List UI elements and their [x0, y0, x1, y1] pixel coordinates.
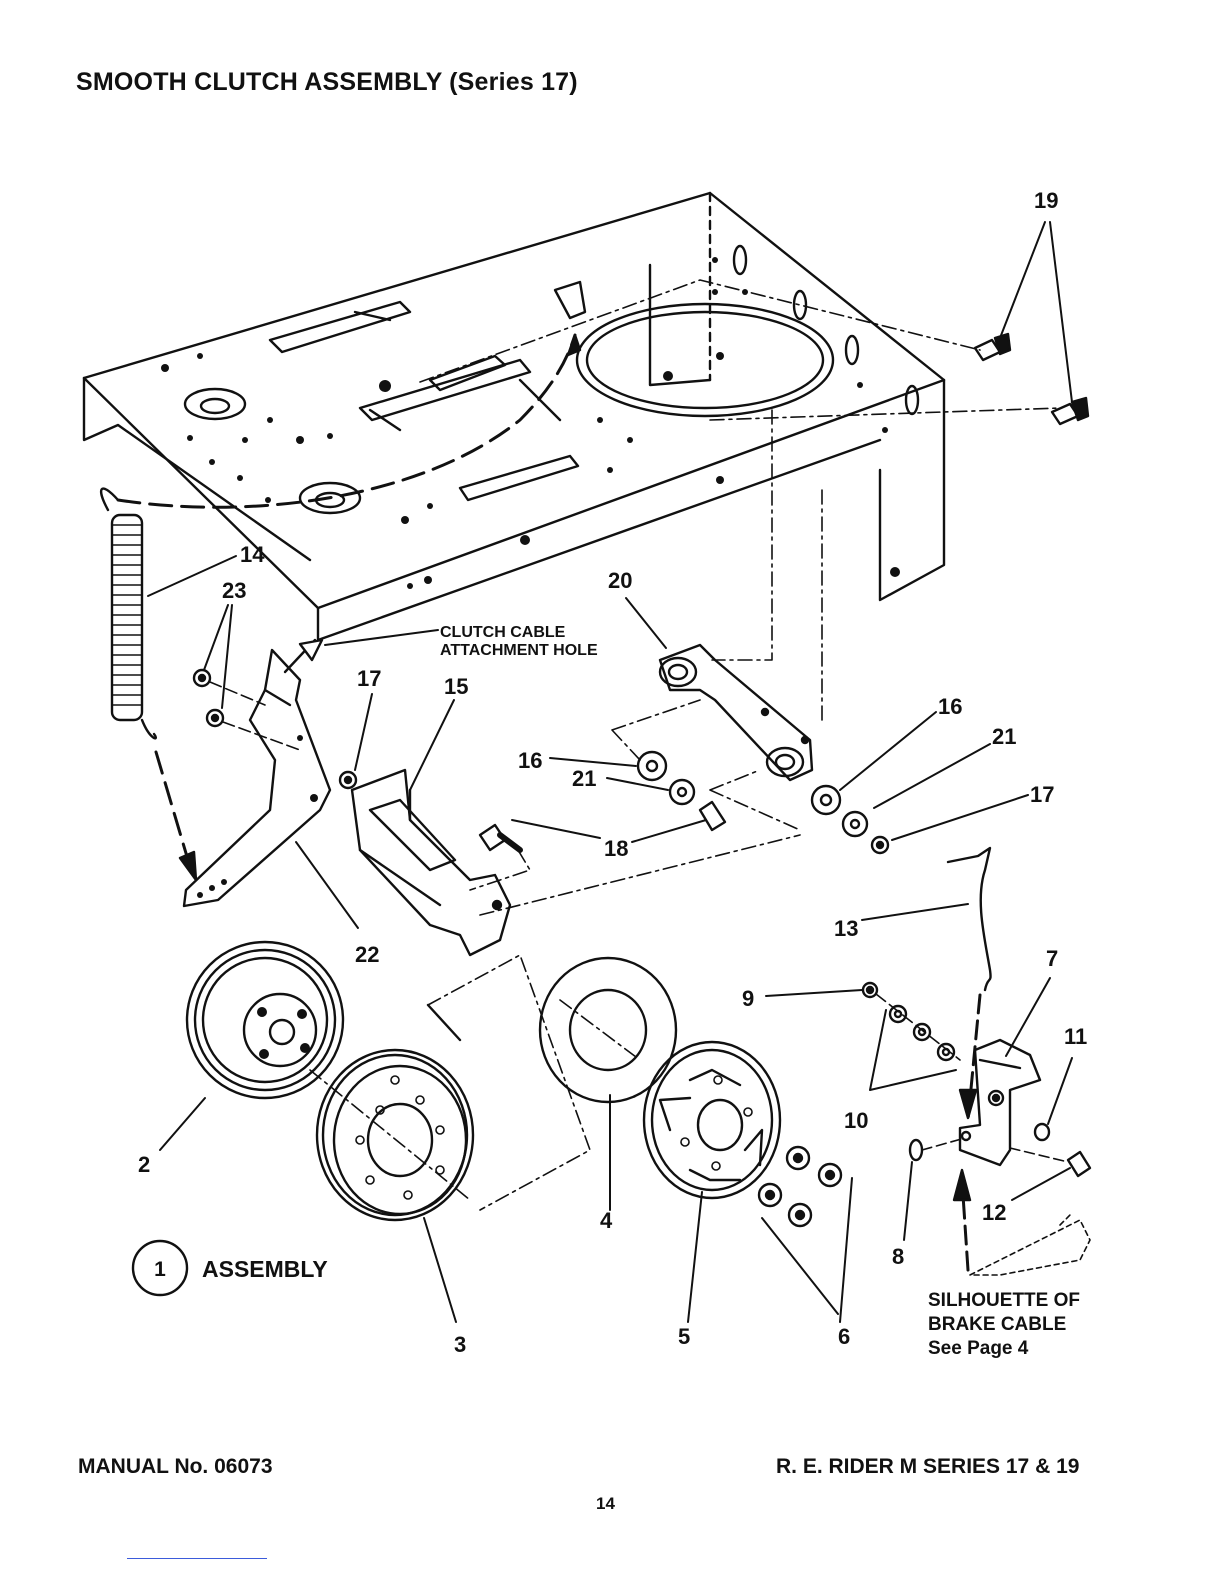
assembly-number: 1 — [154, 1258, 166, 1281]
bracket-20 — [660, 645, 812, 780]
assembly-label: ASSEMBLY — [202, 1256, 328, 1282]
spacer-16-right — [812, 786, 840, 814]
washer-21-left — [670, 780, 694, 804]
callout-15: 15 — [444, 674, 468, 699]
spacer-16-left — [638, 752, 666, 780]
brake-cable-13 — [948, 848, 991, 990]
callout-4: 4 — [600, 1208, 613, 1233]
washers-10 — [890, 1006, 954, 1060]
driven-pulley-5 — [644, 1042, 780, 1198]
callout-16-left: 16 — [518, 748, 542, 773]
friction-disk-4 — [540, 958, 676, 1102]
clutch-cable-note-line1: CLUTCH CABLE — [440, 624, 566, 641]
silhouette-note-line1: SILHOUETTE OF — [928, 1290, 1080, 1311]
nut-17-left — [340, 772, 356, 788]
callout-17-left: 17 — [357, 666, 381, 691]
callout-21-right: 21 — [992, 724, 1016, 749]
bolt-12 — [1068, 1152, 1090, 1176]
callout-2: 2 — [138, 1152, 150, 1177]
extension-spring — [101, 489, 196, 880]
washer-21-right — [843, 812, 867, 836]
silhouette-note-line2: BRAKE CABLE — [928, 1314, 1066, 1335]
manual-number: MANUAL No. 06073 — [78, 1455, 273, 1479]
nut-23-upper — [194, 670, 210, 686]
nut-17-right — [872, 837, 888, 853]
washer-8 — [910, 1140, 922, 1160]
callout-10: 10 — [844, 1108, 868, 1133]
clutch-cable-note-line2: ATTACHMENT HOLE — [440, 642, 598, 659]
spacer-11 — [1035, 1124, 1049, 1140]
callout-7: 7 — [1046, 946, 1058, 971]
callout-17-right: 17 — [1030, 782, 1054, 807]
callout-18: 18 — [604, 836, 628, 861]
callout-11: 11 — [1064, 1024, 1087, 1049]
spring-path-curve — [118, 335, 575, 507]
callout-13: 13 — [834, 916, 858, 941]
nut-23-lower — [207, 710, 223, 726]
callout-23: 23 — [222, 578, 246, 603]
callout-14: 14 — [240, 542, 265, 567]
bracket-15 — [352, 770, 510, 955]
nut-9 — [863, 983, 877, 997]
callout-22: 22 — [355, 942, 379, 967]
chassis-frame — [84, 193, 944, 640]
brake-drum-3 — [317, 1050, 473, 1220]
bolt-19-lower — [1052, 398, 1088, 424]
callout-12: 12 — [982, 1200, 1006, 1225]
silhouette-note-line3: See Page 4 — [928, 1338, 1029, 1359]
bottom-rule — [127, 1558, 267, 1559]
clutch-arm — [184, 640, 330, 906]
callout-6: 6 — [838, 1324, 850, 1349]
bolt-18-left — [480, 825, 520, 850]
model-name: R. E. RIDER M SERIES 17 & 19 — [776, 1455, 1079, 1479]
callout-3: 3 — [454, 1332, 466, 1357]
bolt-18-right — [700, 802, 725, 830]
bolt-19-upper — [975, 334, 1010, 360]
callout-9: 9 — [742, 986, 754, 1011]
callout-21-left: 21 — [572, 766, 596, 791]
bolt-axis-line — [420, 280, 980, 382]
callout-20: 20 — [608, 568, 632, 593]
pulley-2 — [187, 942, 343, 1098]
callout-8: 8 — [892, 1244, 904, 1269]
page-number: 14 — [596, 1494, 615, 1514]
callout-19: 19 — [1034, 188, 1058, 213]
callout-16-right: 16 — [938, 694, 962, 719]
callout-5: 5 — [678, 1324, 690, 1349]
